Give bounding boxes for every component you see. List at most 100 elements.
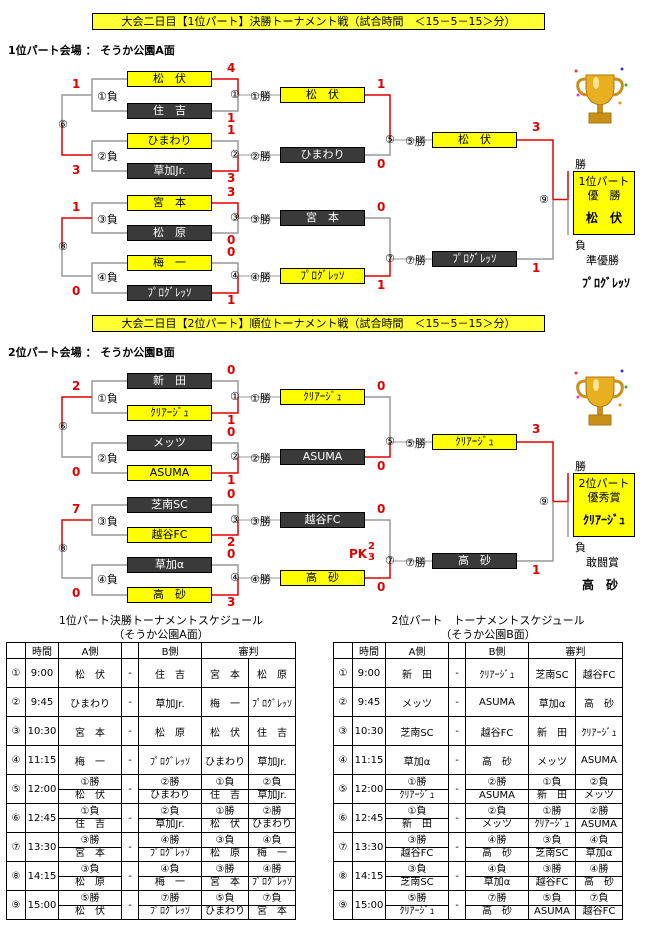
cell-time: 10:30 <box>352 716 386 746</box>
cell-line: ④負 <box>139 864 201 877</box>
round2-score: 0 <box>377 157 386 171</box>
bracket-line <box>212 276 239 294</box>
champion-box: 1位パート 優 勝松 伏 <box>573 171 635 235</box>
cell-time: 13:30 <box>25 832 59 862</box>
bracket-line <box>365 140 391 156</box>
bracket-line <box>61 519 92 549</box>
bracket-line <box>212 262 239 276</box>
round3-sub: ⑤勝 <box>405 437 426 450</box>
bracket-line <box>61 217 92 247</box>
cell-line: ひまわり <box>205 905 245 917</box>
round3-label: ⑦ <box>385 554 395 567</box>
cell-line: ②負 <box>249 777 295 790</box>
bracket-line <box>212 95 239 112</box>
bracket-line <box>365 561 391 579</box>
cell-b: ④勝ﾌﾟﾛｸﾞﾚｯｿ <box>138 832 202 862</box>
team-box: 越谷FC <box>127 527 212 543</box>
bracket-line <box>91 442 127 457</box>
cell-line: ④負 <box>249 835 295 848</box>
cell-r2: 草加Jr. <box>248 745 296 775</box>
bracket-line <box>553 473 569 503</box>
cell-line: ASUMA <box>479 789 515 801</box>
round2-label: ②勝 <box>250 150 271 163</box>
header-cell <box>333 642 353 659</box>
cell-time: 12:45 <box>352 803 386 833</box>
left-node: ⑧ <box>58 240 68 253</box>
bracket-line <box>212 564 239 578</box>
cell-line: ③負 <box>529 835 575 848</box>
round3-team: ｸﾘｱｰｼﾞｭ <box>432 434 517 450</box>
team-box: メッツ <box>127 435 212 451</box>
cell-line: 高 砂 <box>482 847 512 859</box>
cell-line: ①勝 <box>529 806 575 819</box>
first-round-score: 1 <box>227 111 236 125</box>
cell-time: 12:45 <box>25 803 59 833</box>
cell-line: 松 伏 <box>75 905 105 917</box>
bracket-line <box>212 202 239 218</box>
bracket-line <box>212 380 239 397</box>
cell-line: ④勝 <box>466 835 528 848</box>
cell-line: ②勝 <box>139 777 201 790</box>
cell-no: ⑧ <box>333 861 353 891</box>
cell-dash: - <box>448 861 466 891</box>
cell-line: ①負 <box>386 806 448 819</box>
round3-label: ⑦ <box>385 252 395 265</box>
lose-label: 負 <box>575 541 586 554</box>
cell-no: ⑧ <box>6 861 26 891</box>
cell-a: ③勝越谷FC <box>385 832 449 862</box>
cell-no: ⑦ <box>6 832 26 862</box>
pk-bottom-score: 3 <box>368 552 375 563</box>
round1-label: ③ <box>230 513 240 526</box>
bracket-line <box>365 259 391 277</box>
cell-r2: ﾌﾟﾛｸﾞﾚｯｿ <box>248 687 296 717</box>
cell-r2: ⑦負宮 本 <box>248 890 296 920</box>
bracket-line <box>91 140 127 155</box>
cell-r2: 高 砂 <box>575 687 623 717</box>
cell-line: 住 吉 <box>210 789 240 801</box>
cell-line: 松 伏 <box>210 818 240 830</box>
cell-line: 芝南SC <box>535 847 569 859</box>
team-box: ひまわり <box>127 133 212 149</box>
pair-label: ①負 <box>97 392 118 405</box>
cell-no: ⑥ <box>333 803 353 833</box>
cell-r1: 芝南SC <box>528 658 576 688</box>
pair-left-score: 1 <box>72 200 81 214</box>
header-cell <box>121 642 139 659</box>
bracket-line <box>212 520 239 536</box>
cell-b: ｸﾘｱｰｼﾞｭ <box>465 658 529 688</box>
cell-b: ②負メッツ <box>465 803 529 833</box>
cell-line: 宮 本 <box>210 876 240 888</box>
bracket-line <box>212 155 239 172</box>
cell-line: 越谷FC <box>582 905 616 917</box>
cell-a: ①勝松 伏 <box>58 774 122 804</box>
cell-b: ﾌﾟﾛｸﾞﾚｯｿ <box>138 745 202 775</box>
bracket-line <box>365 94 391 140</box>
cell-line: ④勝 <box>576 864 622 877</box>
bracket-line <box>61 125 92 156</box>
header-cell: B側 <box>138 642 202 659</box>
cell-no: ④ <box>6 745 26 775</box>
cell-b: ④勝高 砂 <box>465 832 529 862</box>
team-box: 梅 一 <box>127 255 212 271</box>
cell-line: ⑦勝 <box>466 893 528 906</box>
cell-line: ①勝 <box>59 777 121 790</box>
round3-score: 1 <box>532 261 541 275</box>
cell-no: ⑨ <box>6 890 26 920</box>
cell-line: ①負 <box>529 777 575 790</box>
champion-team: ｸﾘｱｰｼﾞｭ <box>582 513 625 527</box>
round3-team: ﾌﾟﾛｸﾞﾚｯｿ <box>432 251 517 267</box>
cell-line: ASUMA <box>534 905 570 917</box>
pair-left-score: 3 <box>72 163 81 177</box>
cell-r2: ⑦負越谷FC <box>575 890 623 920</box>
round1-label: ③ <box>230 211 240 224</box>
cell-a: ①負住 吉 <box>58 803 122 833</box>
